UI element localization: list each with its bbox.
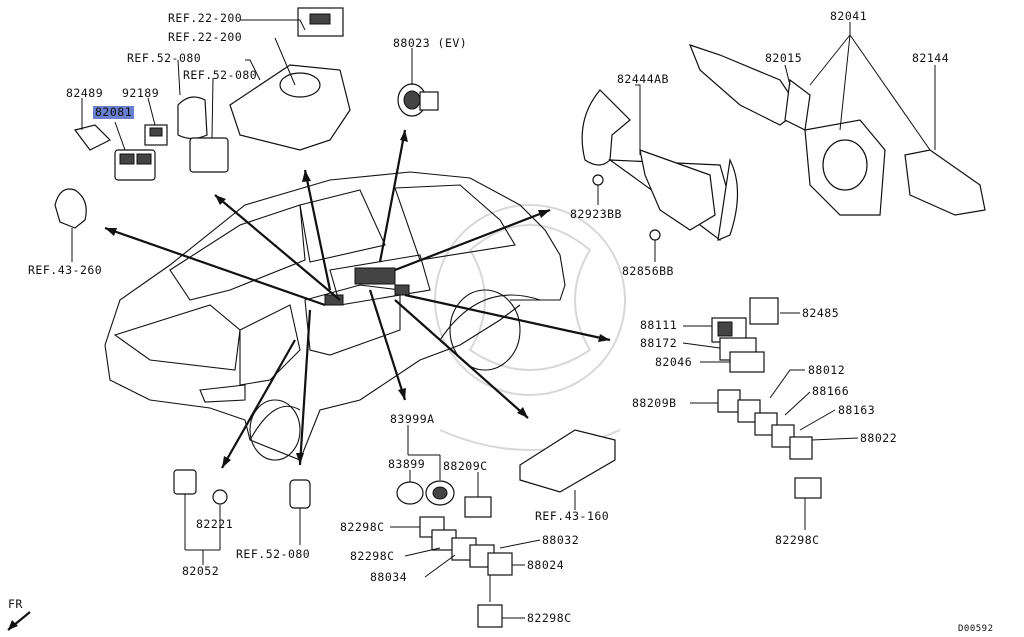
label-82046: 82046 <box>655 355 693 369</box>
label-82444ab: 82444AB <box>617 72 669 86</box>
label-82041: 82041 <box>830 9 868 23</box>
label-88012: 88012 <box>808 363 846 377</box>
label-ref22-200-a: REF.22-200 <box>168 11 243 25</box>
front-direction-arrow <box>7 611 31 631</box>
label-ref52-080-c: REF.52-080 <box>236 547 311 561</box>
label-88032: 88032 <box>542 533 580 547</box>
console-parts <box>73 7 351 181</box>
label-ref22-200-b: REF.22-200 <box>168 30 243 44</box>
label-82489: 82489 <box>66 86 104 100</box>
leader-arrows <box>104 129 611 469</box>
label-88022: 88022 <box>860 431 898 445</box>
diagram-code: D00592 <box>958 624 994 634</box>
label-88172: 88172 <box>640 336 678 350</box>
bottom-switch-parts <box>396 480 513 628</box>
label-82856bb: 82856BB <box>622 264 674 278</box>
label-88163: 88163 <box>838 403 876 417</box>
right-switch-cluster <box>711 297 822 499</box>
label-88111: 88111 <box>640 318 678 332</box>
label-82144: 82144 <box>912 51 950 65</box>
watermark-logo <box>434 204 626 451</box>
label-82015: 82015 <box>765 51 803 65</box>
label-88024: 88024 <box>527 558 565 572</box>
steering-parts <box>581 44 986 242</box>
label-82485: 82485 <box>802 306 840 320</box>
label-88209c: 88209C <box>443 459 488 473</box>
label-82298c-c: 82298C <box>527 611 572 625</box>
ref43-260-part <box>54 188 87 229</box>
label-82923bb: 82923BB <box>570 207 622 221</box>
ignition-switch-part <box>397 83 439 117</box>
label-82298c-b: 82298C <box>350 549 395 563</box>
label-ref52-080-b: REF.52-080 <box>183 68 258 82</box>
label-82081-highlighted: 82081 <box>93 105 135 119</box>
label-88023: 88023 (EV) <box>393 36 468 50</box>
label-ref43-260: REF.43-260 <box>28 263 103 277</box>
car-body <box>104 171 566 461</box>
bottom-left-parts <box>173 469 311 509</box>
label-82298c-a: 82298C <box>340 520 385 534</box>
leader-lines <box>71 19 936 619</box>
label-92189: 92189 <box>122 86 160 100</box>
label-82052: 82052 <box>182 564 220 578</box>
label-88034: 88034 <box>370 570 408 584</box>
label-fr: FR <box>8 597 23 611</box>
label-83899: 83899 <box>388 457 426 471</box>
label-82298c-right: 82298C <box>775 533 820 547</box>
label-88166: 88166 <box>812 384 850 398</box>
label-88209b: 88209B <box>632 396 677 410</box>
ref43-160-part <box>519 429 616 493</box>
label-ref52-080-a: REF.52-080 <box>127 51 202 65</box>
label-ref43-160: REF.43-160 <box>535 509 610 523</box>
label-83999a: 83999A <box>390 412 435 426</box>
label-82221: 82221 <box>196 517 234 531</box>
